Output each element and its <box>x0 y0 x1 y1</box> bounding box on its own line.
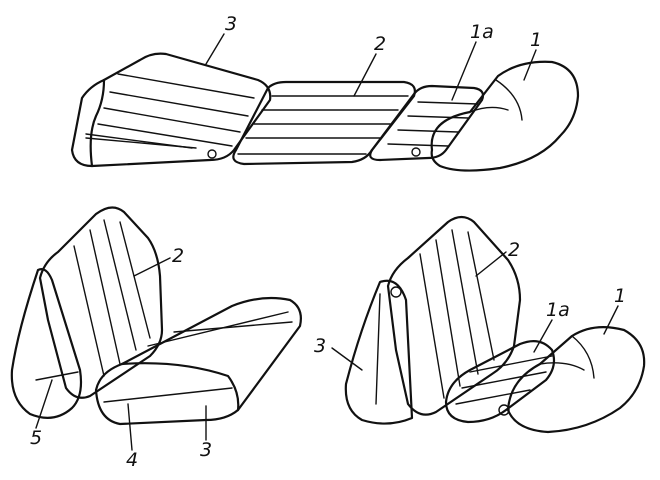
label-br-1: 1 <box>614 285 626 307</box>
top-mattress-assembly: 3 2 1a 1 <box>70 13 580 172</box>
br-cushion-1 <box>506 325 646 434</box>
top-cushion-1a <box>369 84 485 162</box>
hinge-clip <box>390 286 402 298</box>
hinge-clip <box>411 147 421 157</box>
bl-backrest-2 <box>38 206 164 399</box>
label-br-3: 3 <box>314 335 326 357</box>
label-br-1a: 1a <box>546 299 570 321</box>
label-top-3: 3 <box>225 13 237 35</box>
top-cushion-2 <box>232 80 416 166</box>
bl-seat-3 <box>94 296 302 426</box>
label-br-2: 2 <box>508 239 520 261</box>
bl-pillow-5 <box>10 268 83 419</box>
br-cushion-1a <box>444 339 556 424</box>
top-cushion-1 <box>430 60 580 172</box>
br-wedge-3 <box>344 279 414 425</box>
bottom-left-armchair: 2 5 4 3 <box>10 206 302 471</box>
label-bl-4: 4 <box>126 449 138 471</box>
label-top-1a: 1a <box>470 21 494 43</box>
hinge-clip <box>498 404 510 416</box>
top-cushion-3 <box>70 52 272 168</box>
label-bl-3: 3 <box>200 439 212 461</box>
hinge-clip <box>207 149 217 159</box>
label-bl-5: 5 <box>30 427 42 449</box>
bottom-right-lounger: 2 3 1a 1 <box>314 215 646 434</box>
strap <box>85 137 197 149</box>
label-bl-2: 2 <box>172 245 184 267</box>
br-backrest-2 <box>386 215 522 416</box>
label-top-1: 1 <box>530 29 542 51</box>
label-top-2: 2 <box>374 33 386 55</box>
